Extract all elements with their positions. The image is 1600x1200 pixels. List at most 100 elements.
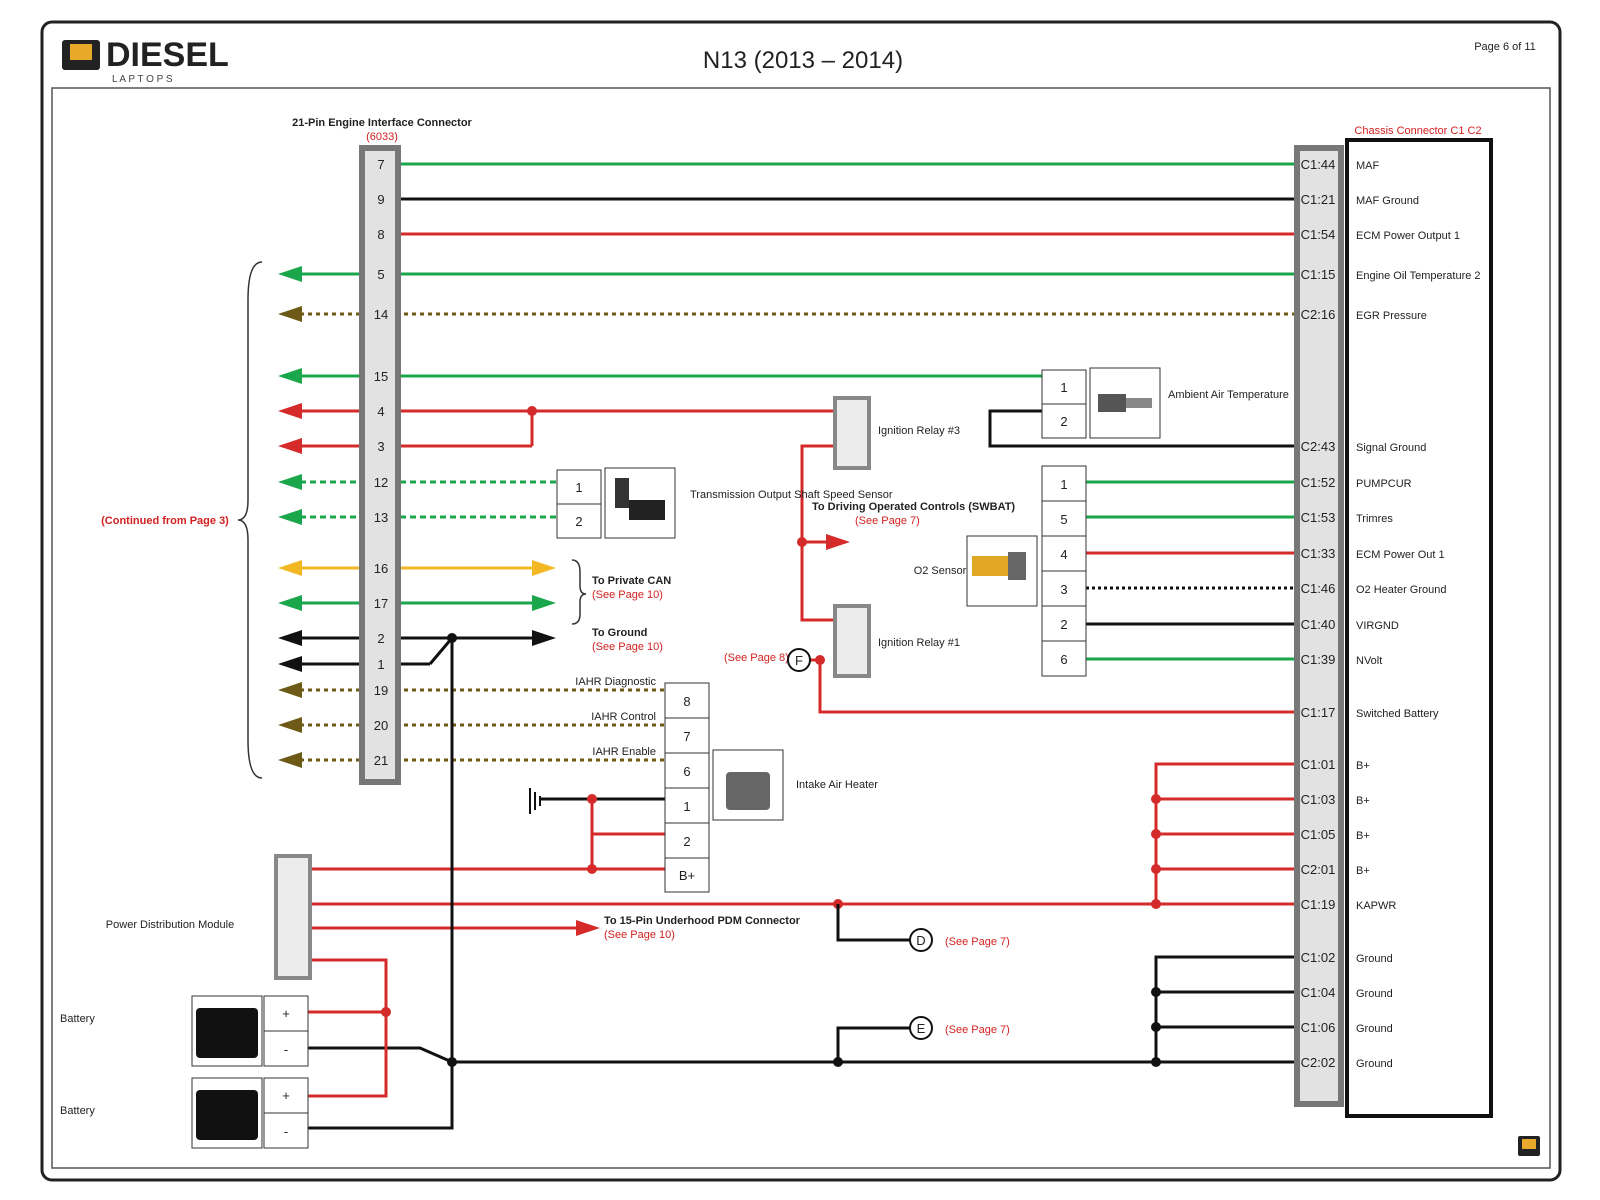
power-distribution-module	[274, 854, 312, 980]
battery-icon	[196, 1008, 258, 1058]
engine-pin-12: 12	[374, 475, 388, 490]
wire	[800, 444, 835, 622]
heater-pin-1: 1	[683, 799, 690, 814]
page-title: N13 (2013 – 2014)	[703, 47, 903, 74]
arrow-left-icon	[278, 656, 302, 672]
arrow-left-icon	[278, 682, 302, 698]
pdm-connector-label: To 15-Pin Underhood PDM Connector	[604, 915, 801, 927]
chassis-signal: Ground	[1356, 988, 1393, 1000]
chassis-signal: PUMPCUR	[1356, 478, 1412, 490]
ambient-pin-1: 1	[1060, 380, 1067, 395]
battery-icon	[196, 1090, 258, 1140]
ambient-pin-2: 2	[1060, 414, 1067, 429]
arrow-left-icon	[278, 438, 302, 454]
wire	[308, 638, 454, 1130]
private-can-see: (See Page 10)	[592, 589, 663, 601]
engine-pin-17: 17	[374, 596, 388, 611]
ambient-air-sensor: 1 2 Ambient Air Temperature	[1041, 367, 1289, 439]
logo-subtext: L A P T O P S	[112, 74, 173, 85]
chassis-signal: VIRGND	[1356, 620, 1399, 632]
o2-pin-2: 2	[1060, 617, 1067, 632]
chassis-signal: Ground	[1356, 1058, 1393, 1070]
iahr-ctrl-label: IAHR Control	[591, 711, 656, 723]
pdm-label: Power Distribution Module	[106, 919, 234, 931]
chassis-pin: C2:43	[1301, 439, 1336, 454]
tos-sensor: 1 2 Transmission Output Shaft Speed Sens…	[556, 467, 893, 539]
driving-controls-label: To Driving Operated Controls (SWBAT)	[812, 501, 1015, 513]
arrow-left-icon	[278, 752, 302, 768]
chassis-signal: Ground	[1356, 1023, 1393, 1035]
chassis-pin: C2:16	[1301, 307, 1336, 322]
wire	[836, 904, 910, 942]
heater-pin-8: 8	[683, 694, 690, 709]
chassis-signal: B+	[1356, 830, 1370, 842]
battery2-label: Battery	[60, 1105, 95, 1117]
logo-text: DIESEL	[106, 36, 229, 74]
wire	[988, 409, 1297, 448]
junction-dot	[1151, 794, 1161, 804]
engine-connector-part: (6033)	[366, 131, 398, 143]
o2-label: O2 Sensor	[914, 565, 967, 577]
chassis-pin: C1:03	[1301, 792, 1336, 807]
engine-connector-title: 21-Pin Engine Interface Connector	[292, 117, 472, 129]
engine-pin-20: 20	[374, 718, 388, 733]
arrow-right-icon	[532, 595, 556, 611]
ignition-relay-1	[833, 604, 871, 678]
chassis-pin: C1:19	[1301, 897, 1336, 912]
chassis-pin: C2:01	[1301, 862, 1336, 877]
chassis-signal: ECM Power Output 1	[1356, 230, 1460, 242]
junction-dot	[1151, 1022, 1161, 1032]
battery-1: + - Battery	[60, 995, 309, 1067]
o2-pin-6: 6	[1060, 652, 1067, 667]
chassis-signal: B+	[1356, 795, 1370, 807]
tos-label: Transmission Output Shaft Speed Sensor	[690, 489, 893, 501]
junction-dot	[381, 1007, 391, 1017]
chassis-connector-title: Chassis Connector C1 C2	[1354, 125, 1481, 137]
to-ground-label: To Ground	[592, 627, 647, 639]
chassis-ground-icon	[529, 788, 541, 814]
driving-controls-see: (See Page 7)	[855, 515, 920, 527]
heater-pin-2: 2	[683, 834, 690, 849]
ref-D: D (See Page 7)	[909, 928, 1010, 952]
ignition-relay-3	[833, 396, 871, 470]
relay1-label: Ignition Relay #1	[878, 637, 960, 649]
heater-pin-cell	[664, 787, 710, 824]
chassis-pin: C1:06	[1301, 1020, 1336, 1035]
junction-dot	[447, 1057, 457, 1067]
engine-pin-3: 3	[377, 439, 384, 454]
heater-pin-bplus: B+	[679, 868, 695, 883]
junction-dot	[1151, 864, 1161, 874]
chassis-pin: C1:21	[1301, 192, 1336, 207]
o2-pin-5: 5	[1060, 512, 1067, 527]
intake-heater-label: Intake Air Heater	[796, 779, 878, 791]
chassis-pin: C1:02	[1301, 950, 1336, 965]
battery2-minus: -	[284, 1124, 288, 1139]
arrow-left-icon	[278, 403, 302, 419]
see-page-8-label: (See Page 8)	[724, 652, 789, 664]
engine-interface-connector	[359, 145, 401, 785]
ref-D-text: D	[916, 933, 925, 948]
o2-pin-cell	[1041, 640, 1087, 677]
pdm-connector-see: (See Page 10)	[604, 929, 675, 941]
chassis-pin: C1:17	[1301, 705, 1336, 720]
chassis-signal: MAF	[1356, 160, 1380, 172]
arrow-left-icon	[278, 630, 302, 646]
ref-D-see: (See Page 7)	[945, 936, 1010, 948]
private-can-brace	[571, 559, 587, 625]
chassis-pin: C1:40	[1301, 617, 1336, 632]
engine-pin-21: 21	[374, 753, 388, 768]
junction-dot	[833, 1057, 843, 1067]
chassis-signal: MAF Ground	[1356, 195, 1419, 207]
engine-pin-2: 2	[377, 631, 384, 646]
wire	[308, 958, 388, 1098]
junction-dot	[815, 655, 825, 665]
wire	[428, 637, 454, 665]
iahr-diag-label: IAHR Diagnostic	[575, 676, 656, 688]
engine-pin-7: 7	[377, 157, 384, 172]
heater-pin-7: 7	[683, 729, 690, 744]
arrow-right-icon	[826, 534, 850, 550]
wire	[308, 1046, 453, 1064]
